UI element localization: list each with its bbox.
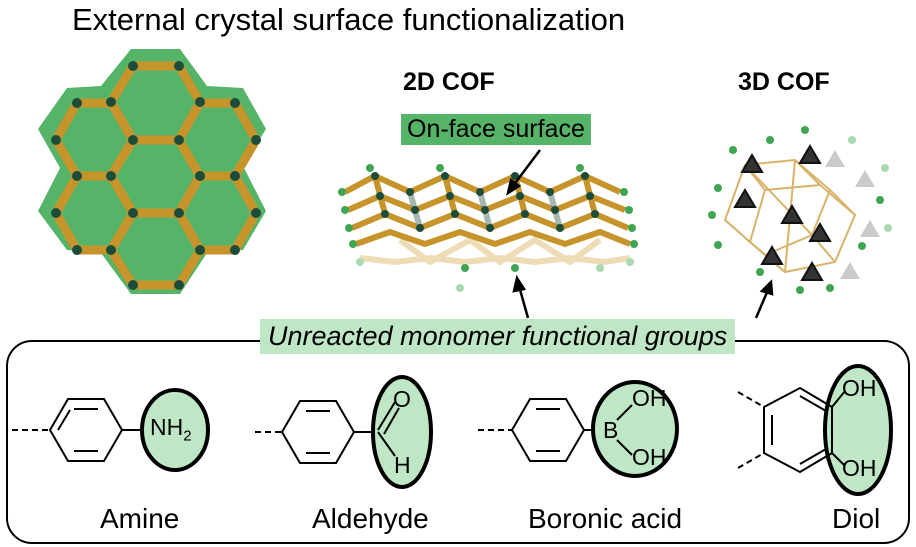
unreacted-arrow-2d	[512, 274, 530, 319]
boronic-oh-top: OH	[632, 385, 667, 411]
boronic-acid-structure	[478, 380, 679, 478]
boronic-oh-bottom: OH	[632, 444, 667, 470]
cof-3d-end-groups	[708, 126, 884, 294]
cof-2d-faded-groups	[356, 258, 634, 292]
diol-structure	[737, 364, 893, 496]
cof-2d-end-groups	[338, 164, 638, 272]
figure-title: External crystal surface functionalizati…	[72, 2, 626, 37]
boronic-b: B	[603, 417, 619, 443]
cof-3d-nodes	[733, 144, 832, 281]
aldehyde-structure	[255, 375, 433, 489]
diol-label: Diol	[832, 503, 881, 534]
on-face-arrow	[506, 149, 541, 196]
cof-3d-faded-nodes	[825, 150, 880, 279]
on-face-surface-label: On-face surface	[401, 114, 591, 145]
amine-label: Amine	[100, 503, 180, 534]
diol-oh-bottom: OH	[842, 455, 877, 481]
honeycomb-nodes	[51, 61, 261, 290]
cof-3d-label: 3D COF	[738, 68, 830, 96]
aldehyde-label: Aldehyde	[312, 503, 429, 534]
cof-3d-faded-groups	[848, 136, 892, 232]
diol-oh-top: OH	[842, 375, 877, 401]
amine-nh: NH	[150, 414, 184, 440]
boronic-acid-label: Boronic acid	[528, 503, 683, 534]
cof-2d-back-layer	[359, 236, 631, 266]
unreacted-arrow-3d	[754, 279, 774, 319]
aldehyde-h: H	[394, 452, 411, 478]
amine-formula: NH2	[150, 414, 192, 445]
amine-structure	[12, 388, 210, 472]
aldehyde-o: O	[393, 386, 411, 412]
cof-2d-label: 2D COF	[403, 68, 495, 96]
crystal-outline	[38, 49, 266, 294]
amine-subscript: 2	[183, 427, 192, 445]
unreacted-groups-label: Unreacted monomer functional groups	[260, 319, 736, 354]
cof-2d-nodes	[371, 172, 599, 232]
